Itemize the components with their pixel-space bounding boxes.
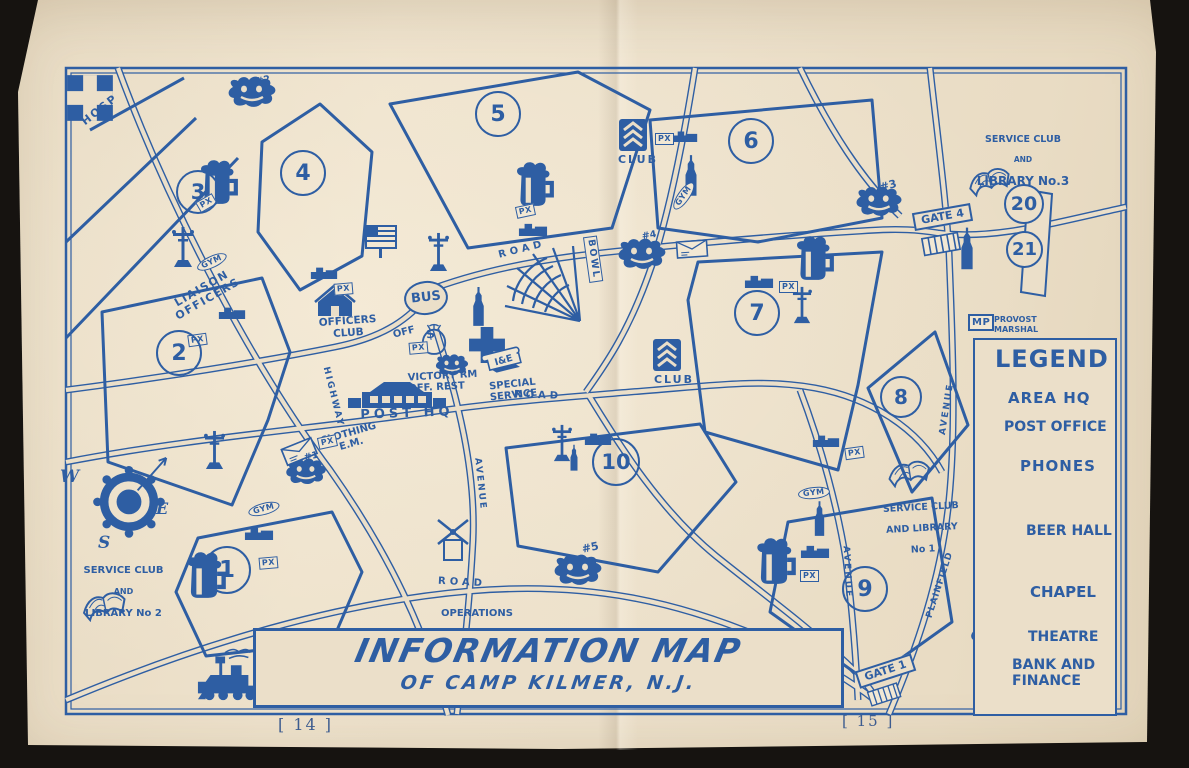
legend-label-bank: BANK AND FINANCE: [1012, 657, 1096, 689]
club-label: CLUB: [617, 153, 658, 166]
map-title-box: INFORMATION MAP OF CAMP KILMER, N.J.: [253, 628, 844, 708]
service-club-1-line1: SERVICE CLUB: [882, 499, 960, 515]
px-badge: PX: [655, 133, 675, 146]
compass-south-label: S: [98, 533, 111, 553]
compass-west-label: W: [60, 467, 80, 487]
service-club-2-label: SERVICE CLUB AND LIBRARY No 2: [66, 554, 181, 630]
chapel-icon: [570, 444, 578, 471]
area-number-4: 4: [280, 150, 326, 196]
area-number-5: 5: [475, 91, 521, 137]
area-number-9: 9: [842, 566, 888, 612]
legend-box: [973, 338, 1117, 716]
area-number-8: 8: [880, 376, 922, 418]
area-number-7: 7: [734, 290, 780, 336]
chapel-icon: [473, 287, 484, 326]
area-number-6: 6: [728, 118, 774, 164]
club-label: CLUB: [653, 373, 694, 386]
service-club-2-line2: AND: [113, 586, 134, 596]
service-club-3-line1: SERVICE CLUB: [985, 133, 1061, 145]
theatre-icon: [855, 186, 903, 217]
legend-title: LEGEND: [995, 345, 1109, 373]
legend-label-theatre: THEATRE: [1028, 629, 1099, 645]
flag-icon: [365, 225, 397, 258]
phones-icon: [428, 232, 449, 272]
px-badge: PX: [408, 341, 429, 356]
area-number-1: 1: [203, 546, 251, 594]
phones-icon: [204, 430, 225, 470]
service-club-3-label: SERVICE CLUB AND LIBRARY No.3: [958, 124, 1088, 199]
theatre-icon: [553, 554, 603, 586]
legend-label-phones: PHONES: [1020, 457, 1096, 475]
map-title: INFORMATION MAP: [351, 631, 746, 670]
area-hq-icon: [744, 275, 774, 288]
service-club-1-line3: No 1: [910, 543, 936, 556]
legend-label-post-office: POST OFFICE: [1004, 419, 1107, 435]
phones-icon: [172, 227, 194, 267]
chapel-icon: [814, 501, 825, 536]
gate-4-grill-icon: [920, 231, 962, 257]
beer-hall-icon: [517, 162, 552, 206]
right-page-number: [ 15 ]: [842, 712, 895, 730]
club-chevron-icon: [652, 338, 682, 372]
area-number-10: 10: [592, 438, 640, 486]
compass-rose-icon: [93, 458, 166, 538]
px-badge: PX: [779, 281, 799, 294]
service-club-2-line1: SERVICE CLUB: [83, 565, 164, 577]
beer-hall-icon: [757, 538, 793, 584]
legend-label-chapel: CHAPEL: [1030, 583, 1096, 601]
area-hq-icon: [800, 545, 830, 558]
area-number-20: 20: [1004, 184, 1044, 224]
area-number-3: 3: [176, 170, 220, 214]
service-club-1-line2: AND LIBRARY: [885, 521, 959, 536]
service-club-3-line2: AND: [1013, 154, 1033, 164]
club-chevron-icon: [618, 118, 648, 152]
px-badge: PX: [800, 570, 820, 583]
compass-east-label: E: [156, 499, 169, 518]
area-hq-icon: [310, 267, 338, 279]
px-badge: PX: [333, 282, 354, 297]
post-office-icon: [675, 239, 709, 259]
theatre-icon: [617, 238, 667, 270]
mp-badge: MP: [968, 314, 995, 331]
px-badge: PX: [844, 445, 865, 461]
post-hq-building-icon: [348, 382, 446, 408]
beer-hall-icon: [797, 236, 832, 280]
area-number-21: 21: [1006, 231, 1043, 268]
service-club-2-line3: LIBRARY No 2: [85, 607, 162, 619]
service-club-1-label: SERVICE CLUB AND LIBRARY No 1: [870, 489, 974, 569]
left-page-number: [ 14 ]: [278, 715, 334, 734]
provost-marshal-label: PROVOST MARSHAL: [994, 315, 1039, 334]
legend-label-area-hq: AREA HQ: [1008, 389, 1091, 407]
bank-dollar-sign: $: [424, 326, 436, 343]
road-label: ROAD: [513, 389, 563, 402]
area-hq-icon: [244, 527, 274, 540]
windmill-icon: [436, 518, 470, 562]
map-subtitle: OF CAMP KILMER, N.J.: [399, 672, 699, 694]
operations-line1: OPERATIONS: [441, 608, 513, 620]
area-boundaries: [64, 70, 970, 684]
area-number-2: 2: [156, 330, 202, 376]
px-badge: PX: [258, 556, 279, 571]
legend-label-beer-hall: BEER HALL: [1026, 523, 1112, 539]
area-hq-icon: [518, 223, 548, 236]
